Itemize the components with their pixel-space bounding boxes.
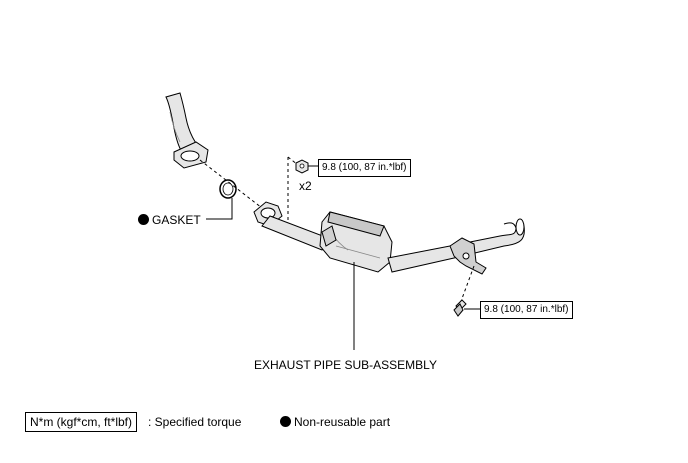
bolt-part [453, 299, 467, 317]
upper-torque-callout: 9.8 (100, 87 in.*lbf) [318, 159, 411, 177]
legend-torque-desc: : Specified torque [148, 415, 242, 429]
quantity-label: x2 [299, 179, 312, 193]
bolt-dashed-line [459, 265, 475, 305]
non-reusable-dot-icon [138, 214, 149, 225]
alignment-dashed-line [199, 159, 263, 209]
legend-torque-box: N*m (kgf*cm, ft*lbf) [25, 412, 138, 432]
nut-dashed-line-2 [287, 156, 299, 166]
gasket-label: GASKET [152, 213, 201, 227]
gasket-label-group: GASKET [138, 213, 201, 227]
legend-non-reusable: Non-reusable part [280, 415, 390, 429]
upstream-pipe [165, 92, 209, 169]
nut-part [295, 159, 309, 174]
non-reusable-legend-dot-icon [280, 416, 291, 427]
lower-torque-callout: 9.8 (100, 87 in.*lbf) [480, 301, 573, 319]
gasket-part [219, 179, 237, 199]
assembly-label: EXHAUST PIPE SUB-ASSEMBLY [254, 358, 437, 372]
exhaust-pipe-assembly [253, 201, 525, 275]
gasket-leader-line [206, 198, 233, 220]
legend-non-reusable-desc: Non-reusable part [294, 415, 391, 429]
